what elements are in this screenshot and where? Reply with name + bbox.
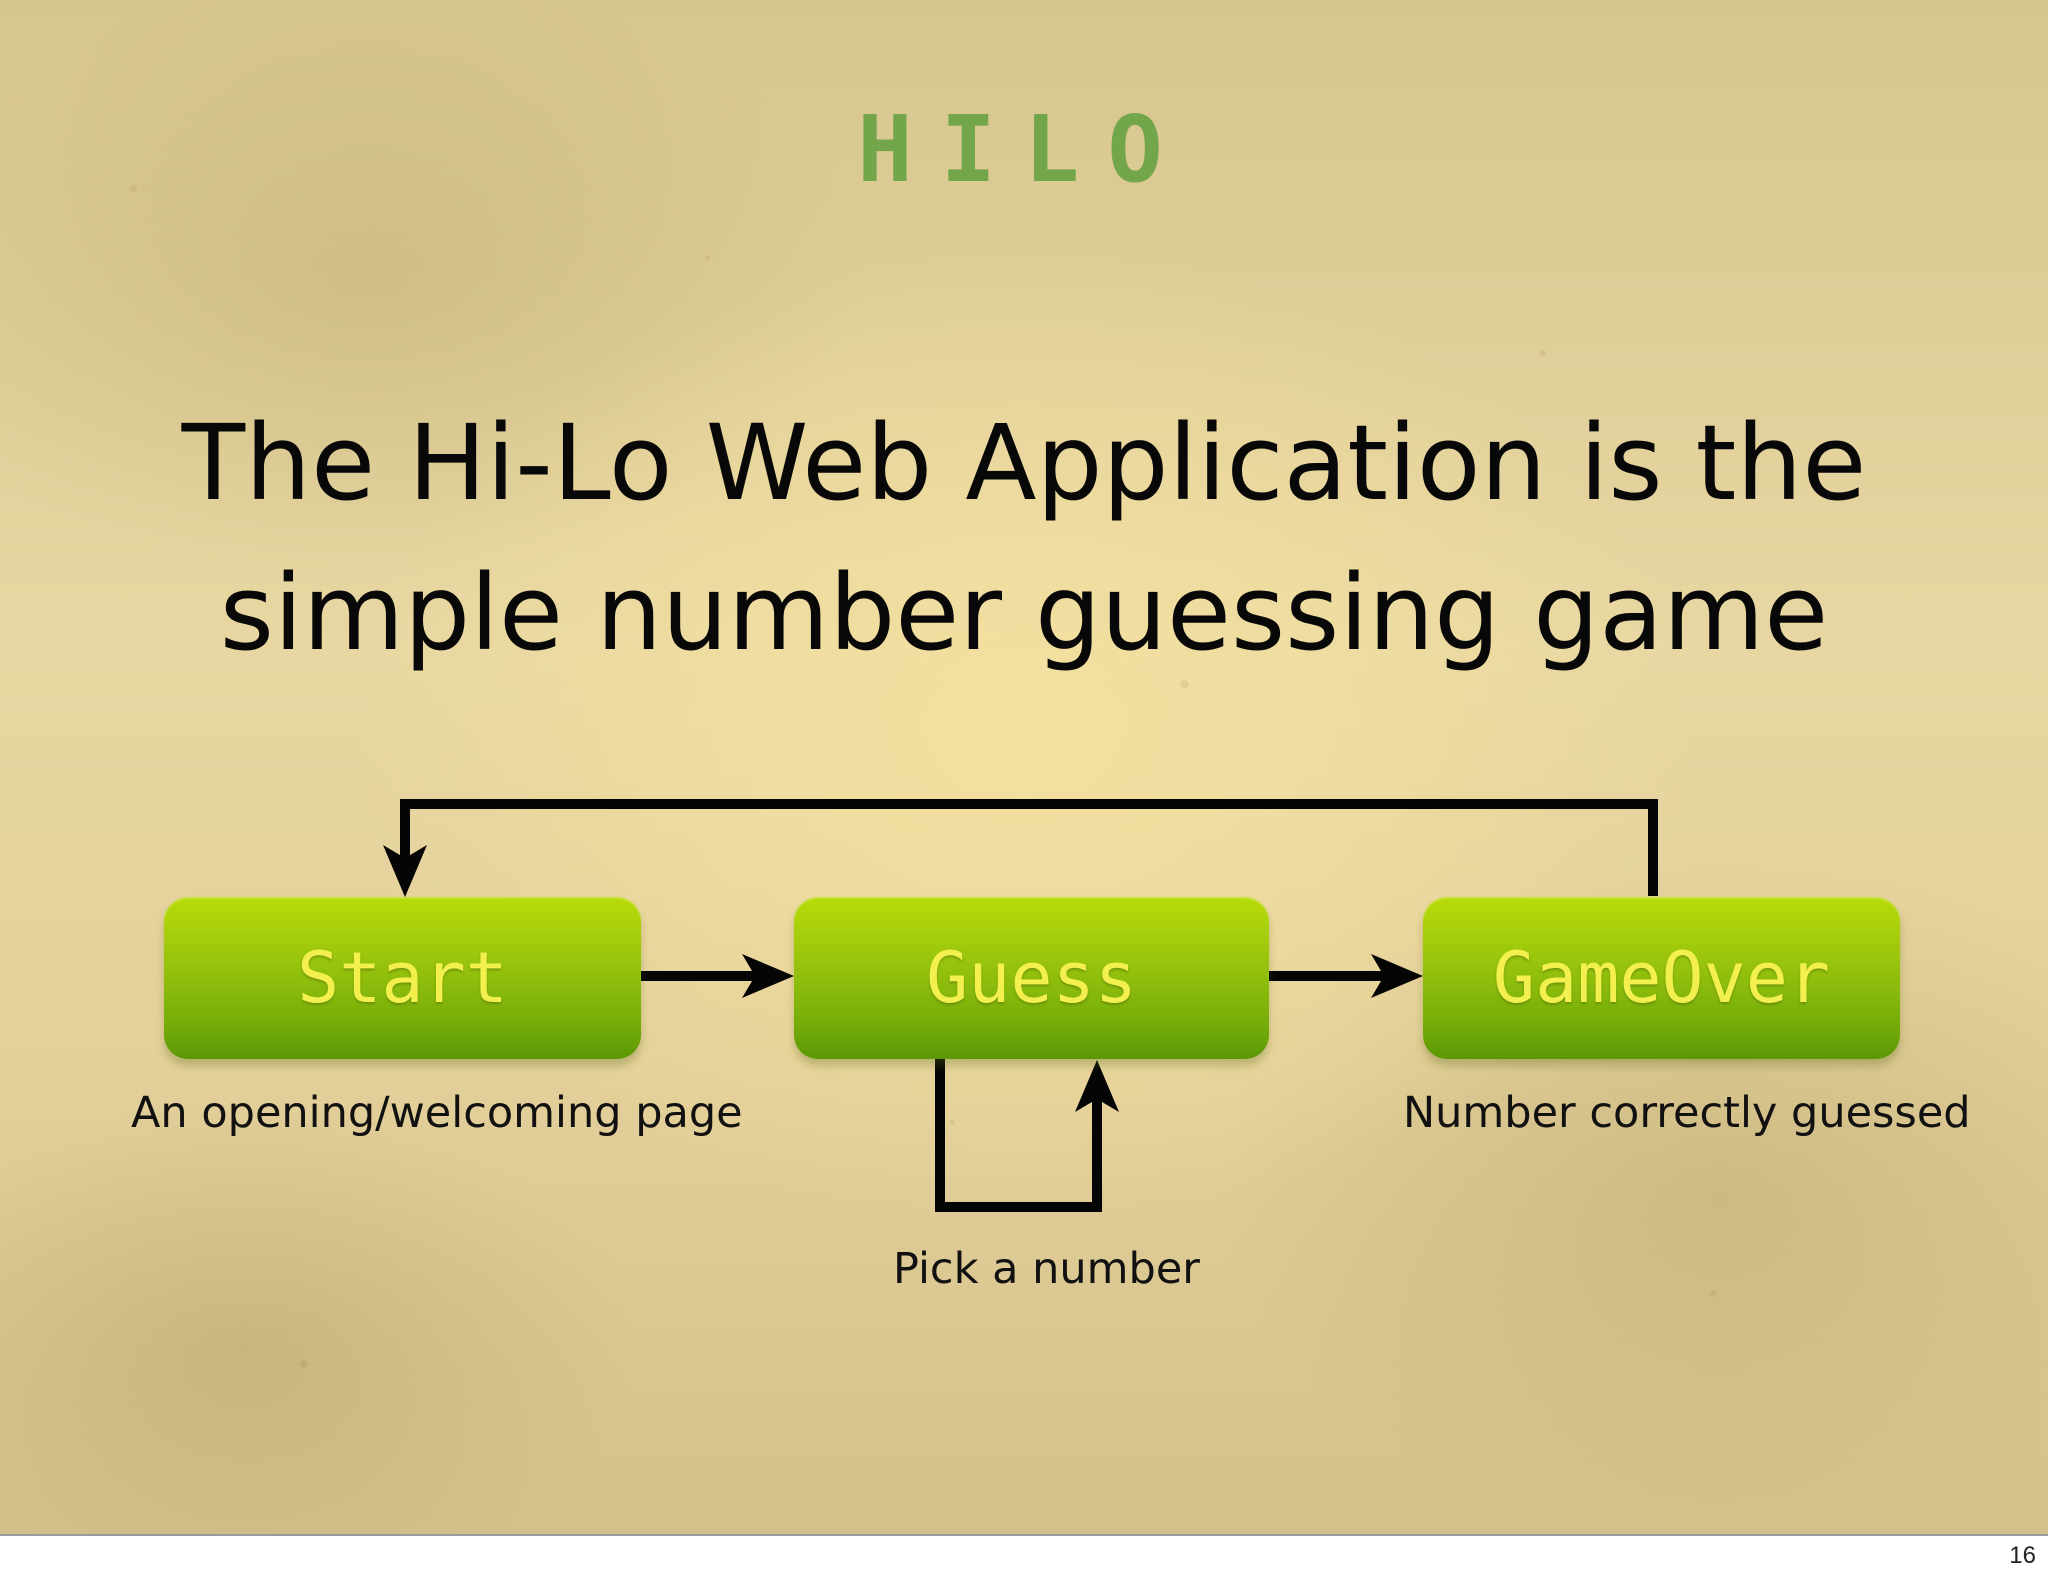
arrowhead-right-icon	[1371, 954, 1423, 998]
slide-title-line-1: The Hi-Lo Web Application is the	[181, 402, 1867, 524]
state-gameover-label: GameOver	[1492, 937, 1831, 1019]
guess-to-gameover-arrow	[1269, 954, 1423, 998]
state-start-box: Start	[164, 897, 641, 1059]
guess-caption: Pick a number	[893, 1244, 1200, 1294]
guess-self-loop-arrow	[935, 1058, 1119, 1212]
page-number: 16	[2009, 1542, 2036, 1569]
slide-title-line-2: simple number guessing game	[219, 552, 1829, 674]
state-guess-label: Guess	[926, 937, 1137, 1019]
state-start-label: Start	[297, 937, 508, 1019]
arrowhead-up-icon	[1075, 1060, 1119, 1112]
slide-title: The Hi-Lo Web Application is the simple …	[120, 388, 1928, 688]
gameover-to-start-loop-arrow	[383, 799, 1658, 897]
start-caption: An opening/welcoming page	[131, 1088, 743, 1138]
start-to-guess-arrow	[641, 954, 794, 998]
arrowhead-right-icon	[742, 954, 794, 998]
gameover-caption: Number correctly guessed	[1403, 1088, 1971, 1138]
hilo-logo: HILO	[857, 96, 1191, 203]
gameover-to-start-loop-line	[400, 799, 1658, 896]
state-diagram	[383, 799, 1658, 1212]
state-gameover-box: GameOver	[1423, 897, 1900, 1059]
guess-self-loop-line	[935, 1058, 1102, 1212]
state-guess-box: Guess	[794, 897, 1269, 1059]
arrowhead-down-icon	[383, 845, 427, 897]
slide: HILO The Hi-Lo Web Application is the si…	[0, 0, 2048, 1536]
